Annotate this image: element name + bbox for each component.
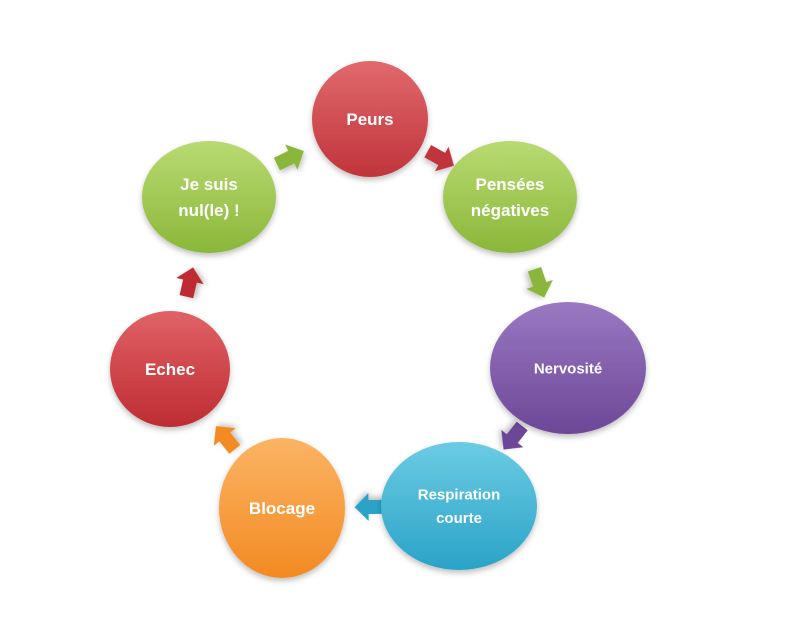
arrow-nervosite-to-respiration (501, 421, 528, 450)
node-pensees-label-line-2: négatives (471, 201, 549, 220)
node-pensees-label-line-1: Pensées (476, 175, 545, 194)
node-echec-shape (110, 311, 230, 427)
arrow-icon (354, 493, 385, 522)
node-blocage-shape (219, 438, 345, 578)
node-je-suis-nul-label-line-1: Je suis (180, 175, 238, 194)
node-je-suis-nul: Je suis nul(le) ! (142, 141, 276, 253)
node-je-suis-nul-label-line-2: nul(le) ! (178, 201, 239, 220)
arrow-icon (176, 267, 204, 299)
node-respiration: Respiration courte (381, 442, 537, 570)
arrow-icon (424, 145, 454, 172)
node-respiration-shape (381, 442, 537, 570)
node-nervosite-label-line-1: Nervosité (534, 360, 602, 377)
node-je-suis-nul-shape (142, 141, 276, 253)
node-respiration-label-line-1: Respiration (418, 487, 501, 504)
arrow-blocage-to-echec (213, 426, 241, 454)
node-peurs: Peurs (312, 61, 428, 177)
node-peurs-label-line-1: Peurs (346, 110, 393, 129)
node-echec: Echec (110, 311, 230, 427)
node-echec-label-line-1: Echec (145, 360, 195, 379)
node-pensees: Pensées négatives (443, 141, 577, 253)
node-pensees-shape (443, 141, 577, 253)
arrow-peurs-to-pensees (424, 145, 454, 172)
arrow-icon (213, 426, 241, 454)
arrow-icon (526, 266, 553, 298)
arrow-echec-to-je-suis-nul (176, 267, 204, 299)
arrows-layer (176, 144, 553, 522)
arrow-je-suis-nul-to-peurs (273, 144, 304, 171)
node-blocage-label-line-1: Blocage (249, 499, 315, 518)
node-nervosite: Nervosité (490, 302, 646, 434)
node-blocage: Blocage (219, 438, 345, 578)
arrow-respiration-to-blocage (354, 493, 385, 522)
node-peurs-shape (312, 61, 428, 177)
node-respiration-label-line-2: courte (436, 510, 482, 527)
arrow-pensees-to-nervosite (526, 266, 553, 298)
arrow-icon (501, 421, 528, 450)
node-nervosite-shape (490, 302, 646, 434)
arrow-icon (273, 144, 304, 171)
